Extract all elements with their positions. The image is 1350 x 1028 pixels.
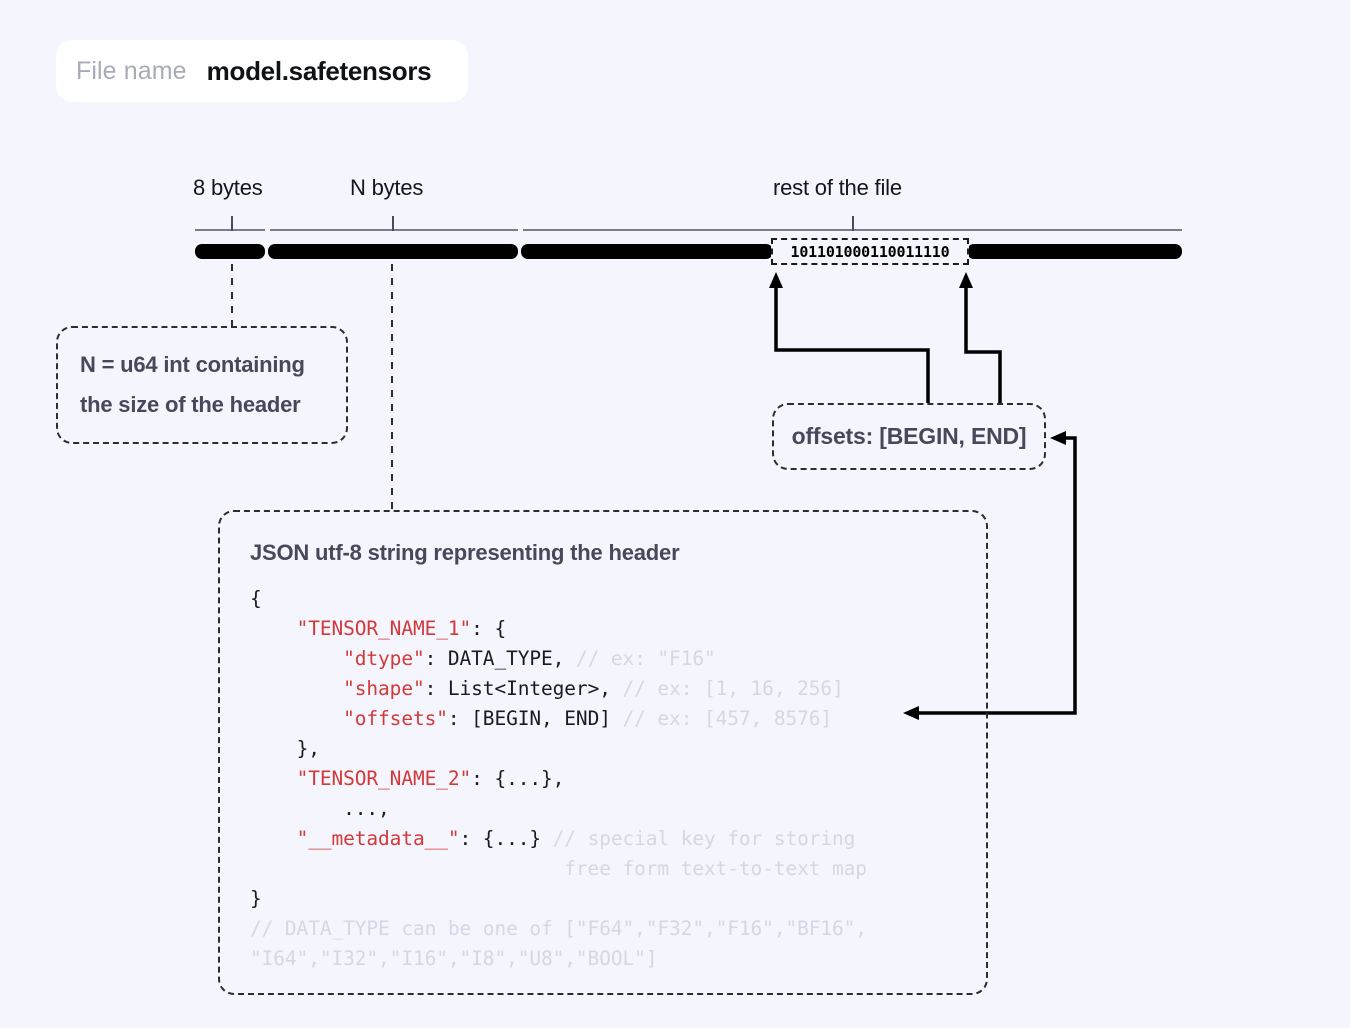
json-comment-token: // DATA_TYPE can be one of ["F64","F32",… <box>250 917 867 940</box>
json-plain-token: : List<Integer>, <box>424 677 623 700</box>
json-code-line: "TENSOR_NAME_2": {...}, <box>250 764 956 794</box>
json-comment-token: // special key for storing <box>552 827 856 850</box>
ruler-tick-rest-of-file <box>852 216 854 231</box>
json-code-line: ..., <box>250 794 956 824</box>
segment-label-n-bytes: N bytes <box>350 175 424 200</box>
json-comment-token: // ex: "F16" <box>575 647 716 670</box>
json-code-line: "TENSOR_NAME_1": { <box>250 614 956 644</box>
offsets-begin-arrowhead <box>769 272 783 288</box>
json-code-line: "offsets": [BEGIN, END] // ex: [457, 857… <box>250 704 956 734</box>
json-key-token: "offsets" <box>343 707 448 730</box>
binary-chunk-value: 101101000110011110 <box>790 242 950 261</box>
json-code-line: "dtype": DATA_TYPE, // ex: "F16" <box>250 644 956 674</box>
callout-offsets-text: offsets: [BEGIN, END] <box>791 423 1027 449</box>
ruler-tick-n-bytes <box>392 216 394 231</box>
json-comment-token: // ex: [457, 8576] <box>622 707 833 730</box>
json-comment-token: "I64","I32","I16","I8","U8","BOOL"] <box>250 947 658 970</box>
file-bar-segment-data-right <box>967 244 1182 259</box>
json-header-heading: JSON utf-8 string representing the heade… <box>250 540 680 565</box>
json-key-token: "__metadata__" <box>296 827 460 850</box>
json-code-line: } <box>250 884 956 914</box>
json-plain-token: }, <box>296 737 320 760</box>
json-header-code: { "TENSOR_NAME_1": { "dtype": DATA_TYPE,… <box>250 584 956 974</box>
callout-offsets: offsets: [BEGIN, END] <box>772 403 1046 470</box>
json-offsets-arrowhead-right <box>1050 431 1066 445</box>
json-code-line: "shape": List<Integer>, // ex: [1, 16, 2… <box>250 674 956 704</box>
offsets-begin-connector <box>774 280 930 403</box>
json-plain-token: : [BEGIN, END] <box>447 707 623 730</box>
json-code-line: // DATA_TYPE can be one of ["F64","F32",… <box>250 914 956 944</box>
json-plain-token: : DATA_TYPE, <box>424 647 576 670</box>
callout-header-size-line-1: N = u64 int containing <box>80 352 305 377</box>
json-comment-token: // ex: [1, 16, 256] <box>622 677 844 700</box>
offsets-end-arrowhead <box>959 272 973 288</box>
offsets-end-connector <box>964 280 1002 403</box>
json-plain-token: ... <box>343 797 379 820</box>
json-code-line: "I64","I32","I16","I8","U8","BOOL"] <box>250 944 956 974</box>
json-key-token: "TENSOR_NAME_1" <box>296 617 472 640</box>
json-plain-token: : {...}, <box>471 767 565 790</box>
file-bar-segment-header <box>268 244 518 259</box>
file-name-pill: File name model.safetensors <box>56 40 468 102</box>
segment-label-rest-of-file: rest of the file <box>773 175 902 200</box>
file-name-label: File name <box>76 56 187 85</box>
callout-header-size-line-2: the size of the header <box>80 392 301 417</box>
json-plain-token: : { <box>471 617 507 640</box>
ruler-line-n-bytes <box>270 229 518 231</box>
callout-header-size: N = u64 int containing the size of the h… <box>56 326 348 444</box>
json-code-line: }, <box>250 734 956 764</box>
json-code-line: free form text-to-text map <box>250 854 956 884</box>
json-comment-token: free form text-to-text map <box>250 857 867 880</box>
binary-tensor-chunk: 101101000110011110 <box>771 238 969 265</box>
file-bar-segment-header-size <box>195 244 265 259</box>
json-key-token: "TENSOR_NAME_2" <box>296 767 472 790</box>
segment-label-8-bytes: 8 bytes <box>193 175 263 200</box>
json-code-line: "__metadata__": {...} // special key for… <box>250 824 956 854</box>
ruler-line-8-bytes <box>195 229 265 231</box>
json-code-line: { <box>250 584 956 614</box>
ruler-tick-8-bytes <box>231 216 233 231</box>
json-key-token: "shape" <box>343 677 425 700</box>
file-bar-segment-data-left <box>521 244 773 259</box>
json-plain-token: : {...} <box>459 827 553 850</box>
json-plain-token: } <box>250 887 262 910</box>
callout-json-header: JSON utf-8 string representing the heade… <box>218 510 988 995</box>
json-key-token: "dtype" <box>343 647 425 670</box>
json-plain-token: , <box>378 797 390 820</box>
json-plain-token: { <box>250 587 262 610</box>
file-name-value: model.safetensors <box>206 55 432 86</box>
